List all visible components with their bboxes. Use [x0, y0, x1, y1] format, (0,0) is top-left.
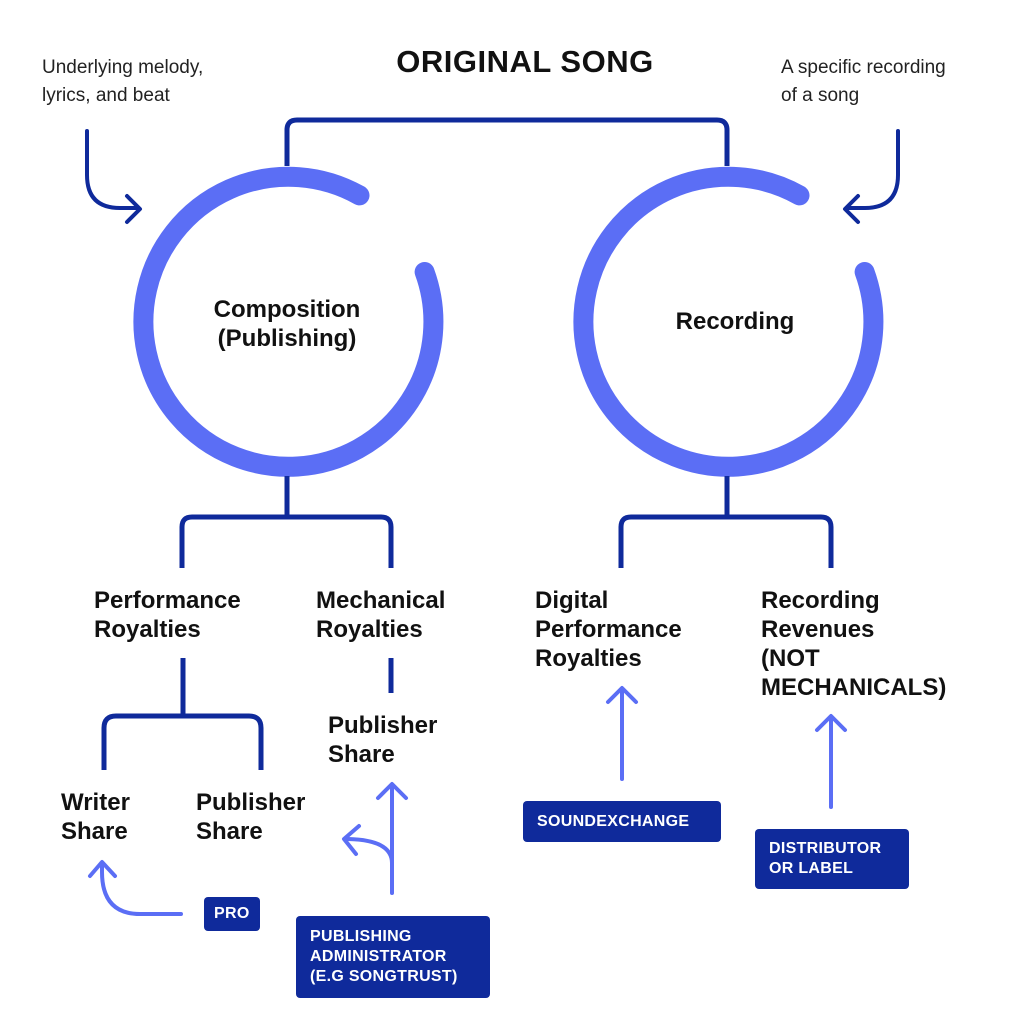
recording-circle — [573, 166, 884, 477]
pro-badge: PRO — [204, 897, 260, 931]
composition-note-arrow — [85, 129, 140, 210]
publisher-share-mechanical-label: Publisher Share — [328, 712, 438, 768]
composition-circle — [133, 166, 444, 477]
recording-note-arrow — [845, 129, 900, 210]
publishing-administrator-badge: PUBLISHING ADMINISTRATOR (E.G SONGTRUST) — [296, 916, 490, 998]
soundexchange-arrowhead — [606, 686, 638, 704]
recording-revenues-label: Recording Revenues (NOT MECHANICALS) — [761, 587, 947, 701]
distributor-arrowhead — [815, 714, 847, 732]
composition-note-arrowhead — [125, 194, 142, 224]
pro-arrow — [100, 864, 183, 916]
composition-bracket — [179, 514, 394, 568]
recording-bracket — [618, 514, 834, 568]
recording-circle-label: Recording — [675, 308, 795, 335]
recording-note-arrowhead — [843, 194, 860, 224]
top-connector — [284, 117, 730, 166]
performance-royalties-label: Performance Royalties — [94, 587, 241, 643]
composition-circle-label: Composition (Publishing) — [213, 296, 361, 352]
admin-arrowhead-up — [376, 782, 408, 800]
diagram-title: ORIGINAL SONG — [396, 44, 654, 79]
mechanical-royalties-label: Mechanical Royalties — [316, 587, 446, 643]
admin-arrow-left — [346, 837, 394, 865]
distributor-badge: DISTRIBUTOR OR LABEL — [755, 829, 909, 889]
composition-note: Underlying melody, lyrics, and beat — [42, 57, 204, 106]
recording-note: A specific recording of a song — [781, 57, 946, 106]
publisher-share-performance-label: Publisher Share — [196, 789, 306, 845]
admin-arrowhead-left — [342, 824, 361, 856]
writer-share-label: Writer Share — [61, 789, 130, 845]
performance-bracket — [101, 713, 264, 770]
pro-arrowhead — [88, 860, 117, 878]
soundexchange-badge: SOUNDEXCHANGE — [523, 801, 721, 842]
digital-performance-royalties-label: Digital Performance Royalties — [535, 587, 682, 672]
